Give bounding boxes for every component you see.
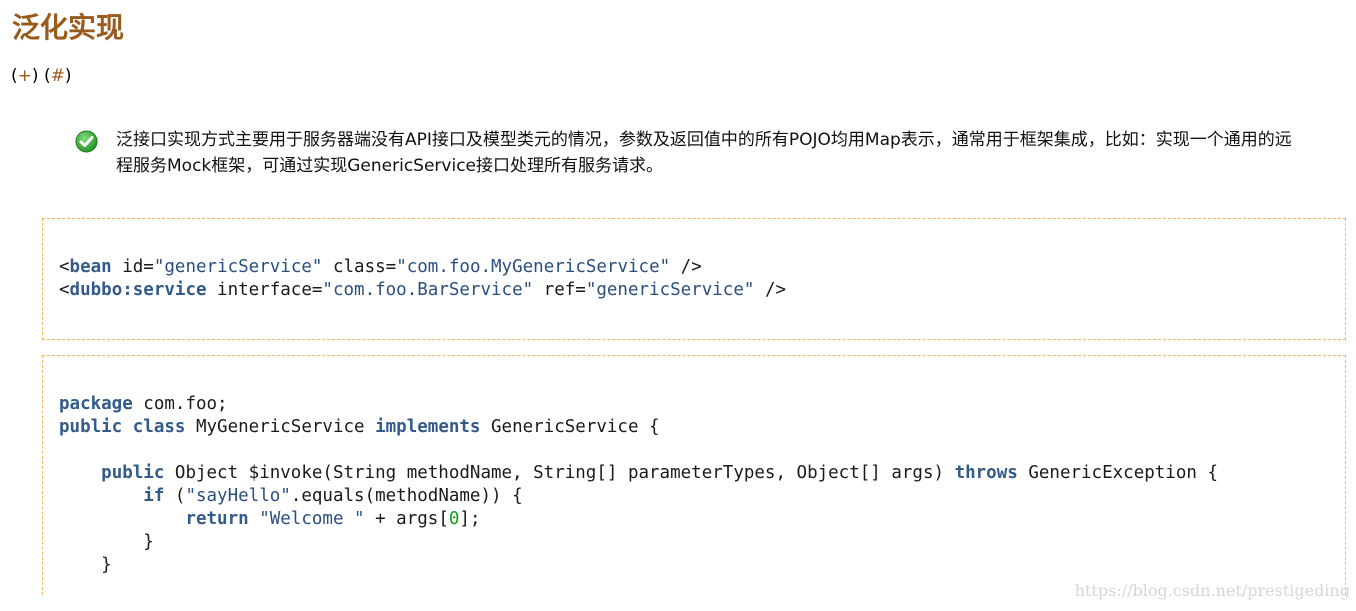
paren-open: ( <box>11 66 18 86</box>
code-line: public Object $invoke(String methodName,… <box>59 463 1218 483</box>
code-token: id= <box>111 257 154 277</box>
code-line: } <box>59 555 112 575</box>
code-token: Object $invoke(String methodName, String… <box>164 463 955 483</box>
heading-anchors: (+) (#) <box>11 65 71 87</box>
code-token-kw: class <box>132 417 186 437</box>
paren-close: ) <box>31 66 39 86</box>
code-token <box>249 509 260 529</box>
code-token-str: "com.foo.MyGenericService" <box>396 257 671 277</box>
code-token: ]; <box>459 509 481 529</box>
code-token: < <box>59 257 70 277</box>
code-token-str: "sayHello" <box>185 486 291 506</box>
code-token: /> <box>754 280 787 300</box>
code-token: ( <box>164 486 186 506</box>
code-token-num: 0 <box>448 509 460 529</box>
code-token <box>59 463 101 483</box>
code-token-kw: bean <box>69 257 112 277</box>
code-line: if ("sayHello".equals(methodName)) { <box>59 486 523 506</box>
paren-open: ( <box>43 66 51 86</box>
code-line: <bean id="genericService" class="com.foo… <box>59 257 702 277</box>
code-java: package com.foo; public class MyGenericS… <box>43 356 1345 577</box>
tip-text: 泛接口实现方式主要用于服务器端没有API接口及模型类元的情况，参数及返回值中的所… <box>116 130 1292 176</box>
paren-close: ) <box>64 66 72 86</box>
code-token-kw: return <box>185 509 249 529</box>
expand-link[interactable]: + <box>17 66 32 86</box>
code-block-xml: <bean id="genericService" class="com.foo… <box>42 218 1346 340</box>
code-token: com.foo; <box>132 394 228 414</box>
code-token: } <box>59 532 154 552</box>
section-heading: 泛化实现 <box>12 11 125 44</box>
code-token: /> <box>670 257 702 277</box>
code-token-kw: dubbo:service <box>69 280 207 300</box>
code-token-kw: implements <box>375 417 481 437</box>
code-token-str: "Welcome " <box>259 509 365 529</box>
check-circle-icon <box>75 130 98 153</box>
code-line: return "Welcome " + args[0]; <box>59 509 480 529</box>
code-token <box>122 417 133 437</box>
code-token: interface= <box>206 280 323 300</box>
code-token-kw: public <box>101 463 165 483</box>
code-block-java: package com.foo; public class MyGenericS… <box>42 355 1346 595</box>
code-token-str: "genericService" <box>585 280 755 300</box>
code-token <box>59 509 185 529</box>
code-token: GenericService { <box>480 417 660 437</box>
code-token: .equals(methodName)) { <box>290 486 523 506</box>
code-token-kw: public <box>59 417 123 437</box>
code-token-kw: if <box>143 486 165 506</box>
code-token: GenericException { <box>1017 463 1218 483</box>
code-line: package com.foo; <box>59 394 228 414</box>
watermark: https://blog.csdn.net/prestigeding <box>1074 581 1350 600</box>
code-xml: <bean id="genericService" class="com.foo… <box>43 219 1345 302</box>
code-token: + args[ <box>364 509 449 529</box>
code-token: class= <box>322 257 397 277</box>
code-line: } <box>59 532 154 552</box>
code-token: } <box>59 555 112 575</box>
code-token: ref= <box>533 280 586 300</box>
code-token-kw: package <box>59 394 133 414</box>
code-token <box>59 486 143 506</box>
code-token-str: "genericService" <box>153 257 323 277</box>
code-line: <dubbo:service interface="com.foo.BarSer… <box>59 280 786 300</box>
code-token: < <box>59 280 70 300</box>
permalink-link[interactable]: # <box>50 66 65 86</box>
code-token-str: "com.foo.BarService" <box>322 280 534 300</box>
tip-note: 泛接口实现方式主要用于服务器端没有API接口及模型类元的情况，参数及返回值中的所… <box>75 127 1305 179</box>
code-token: MyGenericService <box>185 417 376 437</box>
code-token-kw: throws <box>954 463 1018 483</box>
code-line: public class MyGenericService implements… <box>59 417 660 437</box>
